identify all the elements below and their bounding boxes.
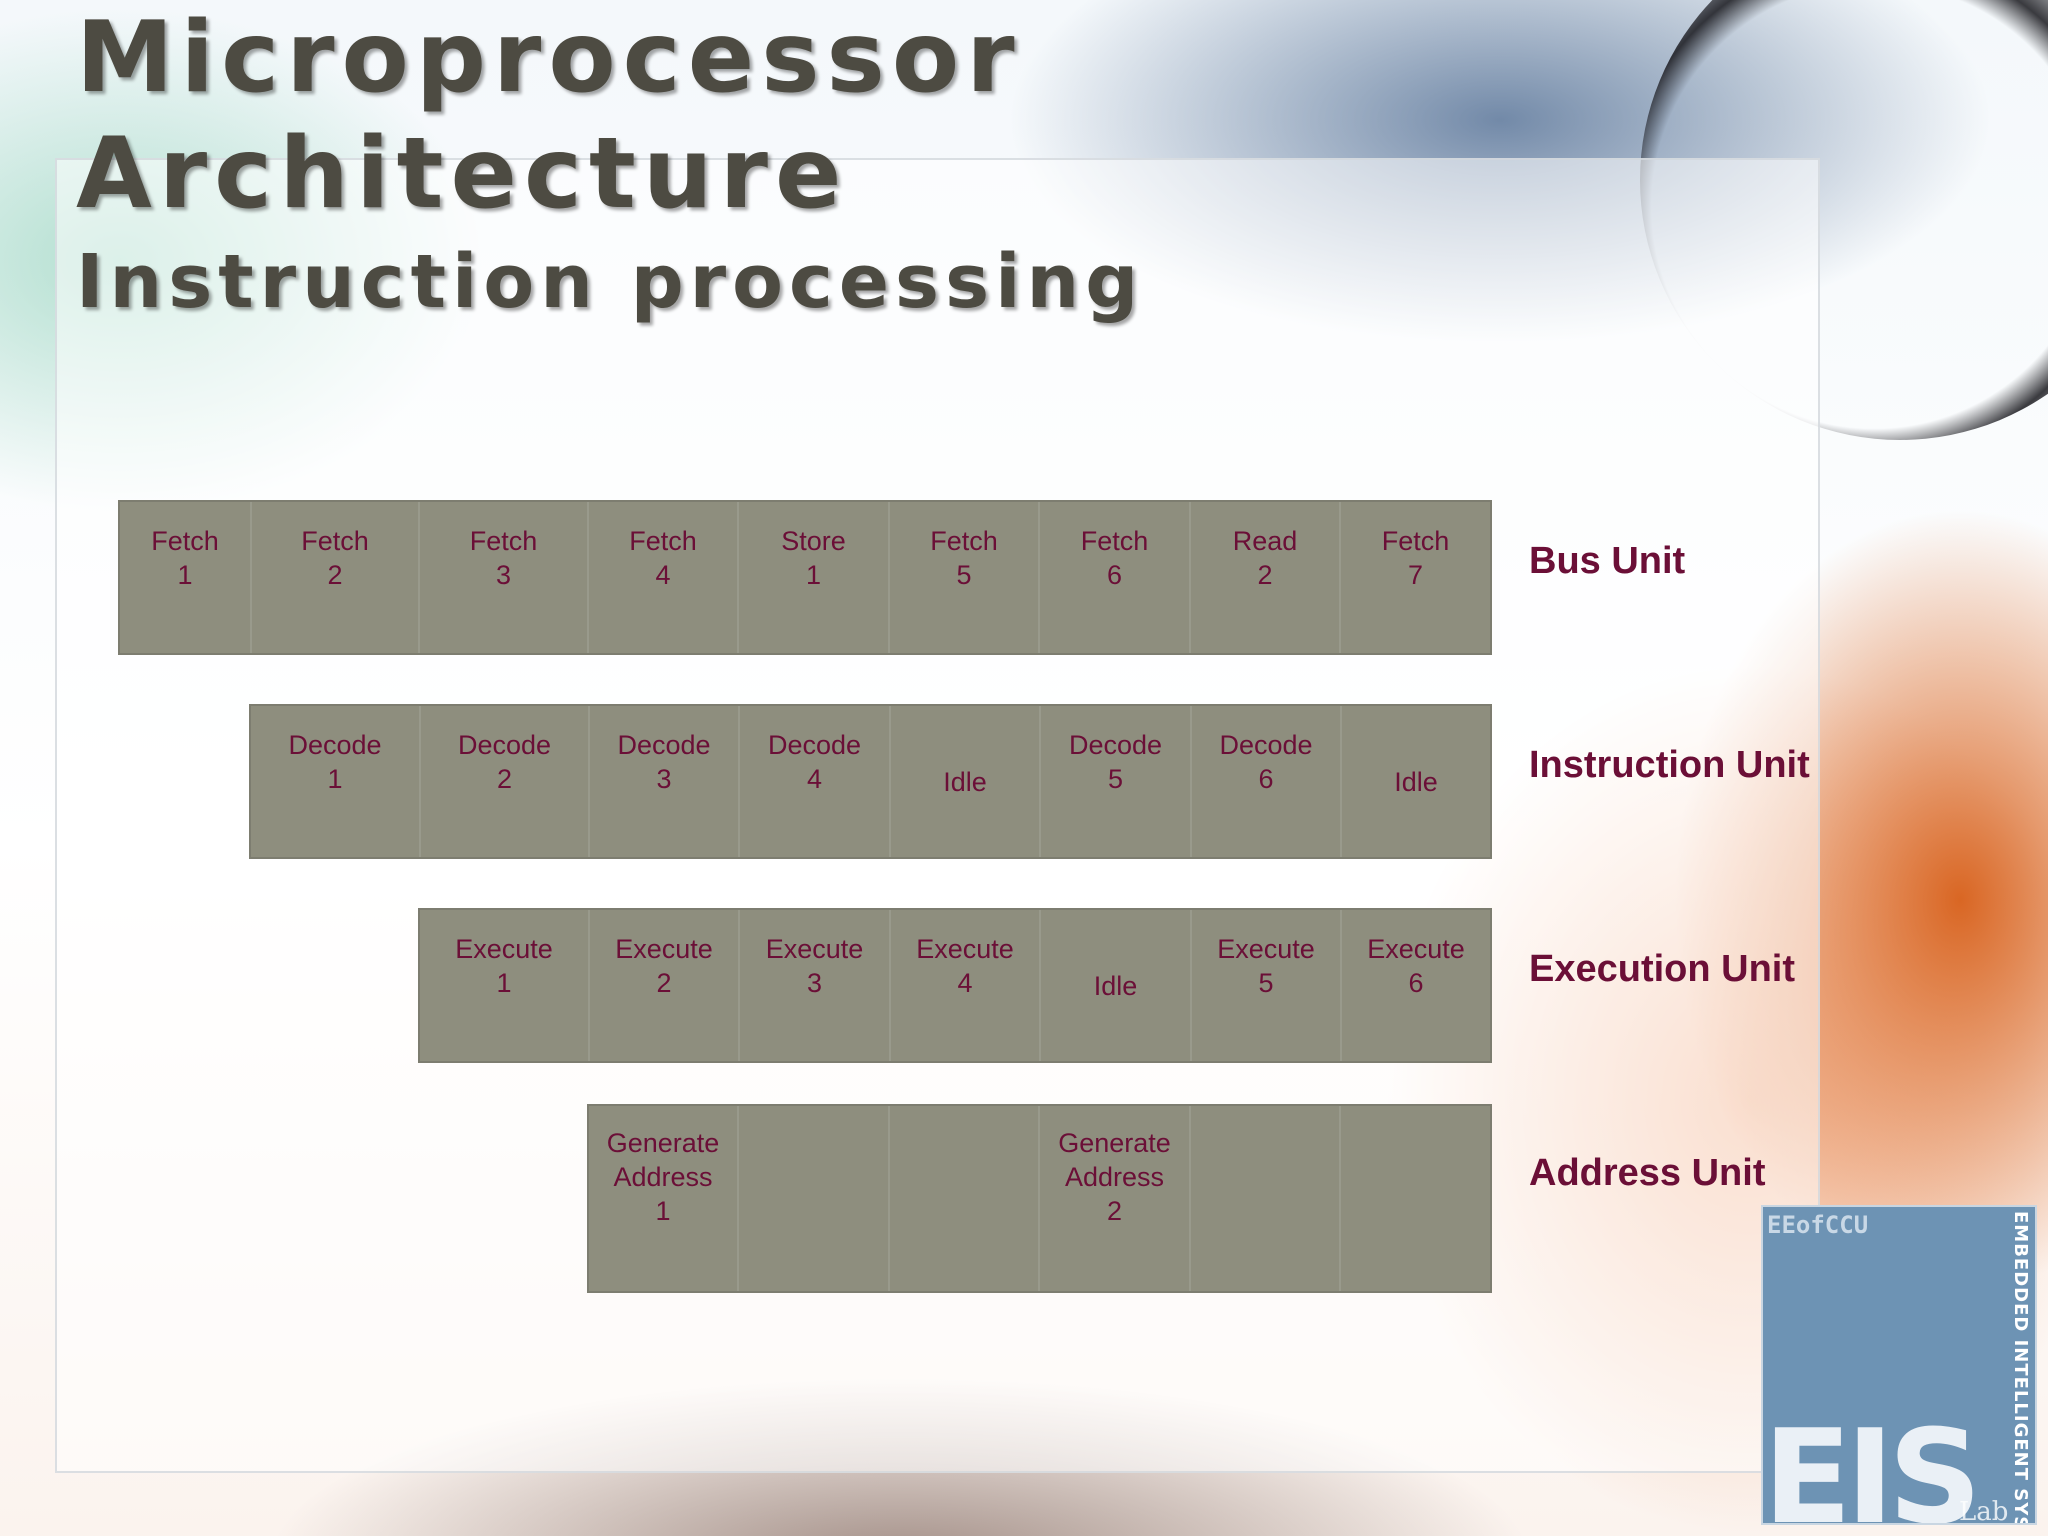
execution-cell-2: Execute 2 bbox=[590, 910, 740, 1061]
logo-main-text: EIS bbox=[1763, 1401, 1982, 1525]
address-cell-6 bbox=[1341, 1106, 1490, 1291]
address-cell-2 bbox=[739, 1106, 890, 1291]
address-cell-1: Generate Address 1 bbox=[589, 1106, 739, 1291]
instruction-cell-2: Decode 2 bbox=[421, 706, 590, 857]
logo-top-text: EEofCCU bbox=[1767, 1211, 1869, 1239]
bus-cell-4: Fetch 4 bbox=[589, 502, 739, 653]
instruction-cell-5: Idle bbox=[891, 706, 1041, 857]
instruction-unit-label: Instruction Unit bbox=[1529, 744, 1810, 786]
instruction-cell-1: Decode 1 bbox=[251, 706, 421, 857]
title-line-1: Microprocessor bbox=[76, 1, 1022, 115]
bus-cell-2: Fetch 2 bbox=[252, 502, 420, 653]
logo-side-text: EMBEDDED INTELLIGENT SYSTEM bbox=[2010, 1211, 2031, 1525]
bus-unit-row: Fetch 1 Fetch 2 Fetch 3 Fetch 4 Store 1 … bbox=[118, 500, 1492, 655]
execution-unit-row: Execute 1 Execute 2 Execute 3 Execute 4 … bbox=[418, 908, 1492, 1063]
instruction-cell-8: Idle bbox=[1394, 766, 1438, 797]
execution-cell-5: Idle bbox=[1041, 910, 1192, 1061]
address-cell-4: Generate Address 2 bbox=[1040, 1106, 1191, 1291]
eis-lab-logo: EEofCCU EMBEDDED INTELLIGENT SYSTEM EIS … bbox=[1761, 1205, 2037, 1525]
execution-cell-6: Execute 5 bbox=[1192, 910, 1342, 1061]
instruction-cell-3: Decode 3 bbox=[590, 706, 740, 857]
slide-title: Microprocessor Architecture Instruction … bbox=[76, 0, 1144, 332]
bus-cell-6: Fetch 5 bbox=[890, 502, 1040, 653]
title-line-2: Architecture bbox=[76, 117, 849, 231]
address-unit-label: Address Unit bbox=[1529, 1152, 1766, 1194]
bus-cell-8: Read 2 bbox=[1191, 502, 1341, 653]
bus-cell-9: Fetch 7 bbox=[1381, 526, 1450, 590]
execution-cell-3: Execute 3 bbox=[740, 910, 891, 1061]
address-unit-row: Generate Address 1 Generate Address 2 bbox=[587, 1104, 1492, 1293]
bus-cell-3: Fetch 3 bbox=[420, 502, 589, 653]
instruction-cell-4: Decode 4 bbox=[740, 706, 891, 857]
instruction-cell-7: Decode 6 bbox=[1192, 706, 1342, 857]
execution-cell-7: Execute 6 bbox=[1367, 934, 1465, 998]
instruction-unit-row: Decode 1 Decode 2 Decode 3 Decode 4 Idle… bbox=[249, 704, 1492, 859]
bus-cell-1: Fetch 1 bbox=[120, 502, 252, 653]
title-line-3: Instruction processing bbox=[76, 239, 1145, 325]
bus-cell-7: Fetch 6 bbox=[1040, 502, 1191, 653]
execution-cell-4: Execute 4 bbox=[891, 910, 1041, 1061]
address-cell-3 bbox=[890, 1106, 1040, 1291]
execution-unit-label: Execution Unit bbox=[1529, 948, 1796, 990]
address-cell-5 bbox=[1191, 1106, 1341, 1291]
logo-lab-text: Lab bbox=[1959, 1497, 2009, 1525]
execution-cell-1: Execute 1 bbox=[420, 910, 590, 1061]
bus-cell-5: Store 1 bbox=[739, 502, 890, 653]
instruction-cell-6: Decode 5 bbox=[1041, 706, 1192, 857]
bus-unit-label: Bus Unit bbox=[1529, 540, 1686, 582]
